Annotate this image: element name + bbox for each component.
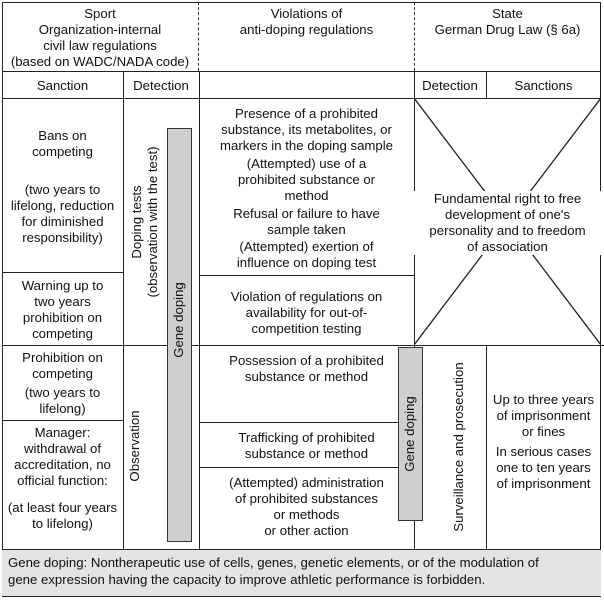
col-line-detection-violations (199, 71, 200, 549)
fundamental-right: Fundamental right to free development of… (414, 191, 601, 255)
sport-detection-subheader: Detection (133, 78, 189, 93)
footer-top-rule (2, 549, 601, 550)
header-divider-right (414, 2, 415, 71)
prohibition-detail: (two years to lifelong) (24, 385, 101, 416)
observation-label: Observation (127, 410, 142, 482)
frame-bottom (2, 596, 601, 597)
violation-use: (Attempted) use of a prohibited substanc… (237, 156, 376, 203)
doping-tests-label: Doping tests (observation with the test) (129, 146, 160, 298)
gene-doping-bar-state (398, 347, 423, 521)
frame-top (2, 2, 601, 3)
manager-detail: (at least four years to lifelong) (7, 500, 118, 531)
gene-doping-label-sport: Gene doping (171, 282, 186, 358)
sanction-rule-3 (2, 420, 123, 421)
sport-sanction-subheader: Sanction (36, 78, 89, 93)
header-divider-left (198, 2, 199, 71)
violation-rule-1 (199, 275, 414, 276)
col-line-violations-state (414, 71, 415, 549)
bans-on-competing: Bans on competing (32, 128, 93, 159)
prohibition-sanction: Prohibition on competing (22, 350, 103, 381)
col-line-sanction-detection (123, 71, 124, 549)
serious-cases-sanction: In serious cases one to ten years of imp… (495, 444, 592, 491)
col-line-state-detection-sanctions (486, 345, 487, 549)
violations-header: Violations of anti-doping regulations (239, 6, 374, 37)
violation-rule-3 (199, 422, 414, 423)
violation-availability: Violation of regulations on availability… (230, 289, 383, 336)
violation-administration: (Attempted) administration of prohibited… (229, 475, 384, 538)
col-line-state-detection-sanctions-header (486, 71, 487, 98)
subheader-top-rule (2, 71, 601, 72)
violation-rule-2 (199, 345, 604, 346)
gene-doping-bar-sport (167, 128, 192, 542)
violation-trafficking: Trafficking of prohibited substance or m… (238, 430, 375, 461)
state-header: State German Drug Law (§ 6a) (434, 6, 581, 37)
violation-exertion: (Attempted) exertion of influence on dop… (236, 239, 377, 270)
surveillance-label: Surveillance and prosecution (451, 362, 466, 532)
violation-presence: Presence of a prohibited substance, its … (220, 106, 393, 153)
violation-possession: Possession of a prohibited substance or … (229, 353, 384, 384)
frame-right (600, 2, 601, 596)
sport-header: Sport Organization-internal civil law re… (10, 6, 190, 69)
sanction-rule-2 (2, 345, 123, 346)
sanction-rule-1 (2, 272, 123, 273)
subheader-bottom-rule (2, 98, 601, 99)
frame-left (2, 2, 3, 596)
state-detection-subheader: Detection (422, 78, 478, 93)
detection-rule (123, 345, 199, 346)
state-sanctions-subheader: Sanctions (514, 78, 573, 93)
warning-sanction: Warning up to two years prohibition on c… (21, 278, 104, 341)
manager-sanction: Manager: withdrawal of accreditation, no… (14, 425, 111, 488)
bans-detail: (two years to lifelong, reduction for di… (10, 182, 115, 245)
gene-doping-footnote: Gene doping: Nontherapeutic use of cells… (2, 550, 601, 596)
imprisonment-sanction: Up to three years of imprisonment or fin… (492, 392, 595, 439)
violation-refusal: Refusal or failure to have sample taken (233, 206, 380, 237)
violation-rule-4 (199, 467, 414, 468)
